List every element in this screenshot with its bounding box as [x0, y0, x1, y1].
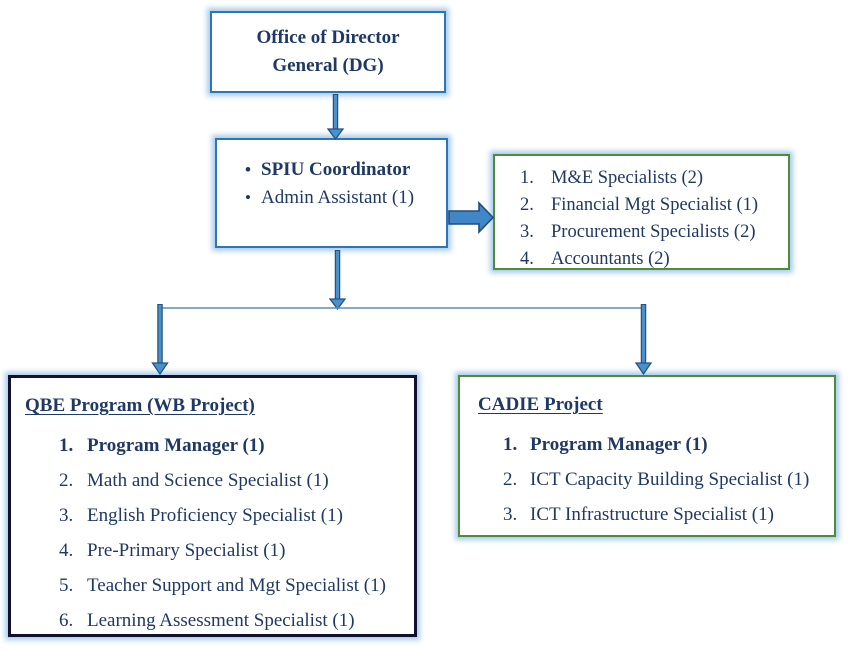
bullet-icon: • — [245, 188, 251, 207]
list-item: 4. Accountants (2) — [520, 246, 788, 273]
dg-office-box: Office of Director General (DG) — [210, 11, 446, 93]
arrow-down-split-to-cadie-icon — [634, 304, 653, 376]
list-item-label: ICT Capacity Building Specialist (1) — [530, 468, 810, 490]
list-item: 3. English Proficiency Specialist (1) — [25, 498, 414, 533]
spiu-box: • SPIU Coordinator • Admin Assistant (1) — [215, 138, 448, 248]
list-item: • SPIU Coordinator — [235, 156, 446, 184]
list-number: 5. — [59, 574, 74, 596]
arrow-down-split-to-qbe-icon — [151, 304, 169, 376]
list-number: 2. — [520, 195, 534, 215]
list-number: 1. — [520, 168, 534, 188]
list-item: 1. M&E Specialists (2) — [520, 165, 788, 192]
list-item-label: Financial Mgt Specialist (1) — [551, 195, 759, 215]
arrow-down-spiu-to-split-icon — [328, 250, 347, 311]
list-item: 1. Program Manager (1) — [25, 428, 414, 463]
cadie-item-list: 1. Program Manager (1) 2. ICT Capacity B… — [478, 427, 834, 532]
list-item: 2. Math and Science Specialist (1) — [25, 463, 414, 498]
list-number: 4. — [59, 539, 74, 561]
list-item-label: Program Manager (1) — [87, 434, 265, 456]
list-item-label: Procurement Specialists (2) — [551, 222, 756, 242]
list-item-label: Math and Science Specialist (1) — [87, 469, 329, 491]
qbe-program-title: QBE Program (WB Project) — [25, 395, 255, 416]
list-item: • Admin Assistant (1) — [235, 184, 446, 212]
list-number: 1. — [503, 433, 518, 455]
spiu-coordinator-label: SPIU Coordinator — [261, 159, 411, 180]
admin-assistant-label: Admin Assistant (1) — [261, 187, 415, 208]
list-number: 2. — [503, 468, 518, 490]
list-item-label: ICT Infrastructure Specialist (1) — [530, 503, 774, 525]
arrow-right-spiu-to-pmu-icon — [448, 201, 495, 234]
list-number: 1. — [59, 434, 74, 456]
qbe-program-box: QBE Program (WB Project) 1. Program Mana… — [8, 375, 417, 637]
cadie-project-box: CADIE Project 1. Program Manager (1) 2. … — [458, 375, 836, 537]
list-item-label: Accountants (2) — [551, 249, 670, 269]
list-number: 3. — [503, 503, 518, 525]
list-item: 4. Pre-Primary Specialist (1) — [25, 533, 414, 568]
list-number: 3. — [520, 222, 534, 242]
pmu-specialists-box: 1. M&E Specialists (2) 2. Financial Mgt … — [493, 154, 790, 270]
list-item-label: Pre-Primary Specialist (1) — [87, 539, 286, 561]
list-item-label: Program Manager (1) — [530, 433, 708, 455]
list-number: 6. — [59, 609, 74, 631]
list-item-label: Learning Assessment Specialist (1) — [87, 609, 355, 631]
list-item: 6. Learning Assessment Specialist (1) — [25, 603, 414, 638]
cadie-project-title: CADIE Project — [478, 394, 603, 415]
list-item-label: English Proficiency Specialist (1) — [87, 504, 343, 526]
list-item: 1. Program Manager (1) — [478, 427, 834, 462]
list-item: 2. Financial Mgt Specialist (1) — [520, 192, 788, 219]
list-number: 2. — [59, 469, 74, 491]
list-item: 5. Teacher Support and Mgt Specialist (1… — [25, 568, 414, 603]
dg-office-title: Office of Director General (DG) — [256, 27, 400, 76]
list-item-label: M&E Specialists (2) — [551, 168, 704, 188]
list-item: 2. ICT Capacity Building Specialist (1) — [478, 462, 834, 497]
list-number: 3. — [59, 504, 74, 526]
qbe-item-list: 1. Program Manager (1) 2. Math and Scien… — [25, 428, 414, 638]
list-item: 3. ICT Infrastructure Specialist (1) — [478, 497, 834, 532]
list-number: 4. — [520, 249, 534, 269]
list-item: 3. Procurement Specialists (2) — [520, 219, 788, 246]
list-item-label: Teacher Support and Mgt Specialist (1) — [87, 574, 386, 596]
bullet-icon: • — [245, 160, 251, 179]
arrow-down-dg-to-spiu-icon — [326, 94, 345, 141]
